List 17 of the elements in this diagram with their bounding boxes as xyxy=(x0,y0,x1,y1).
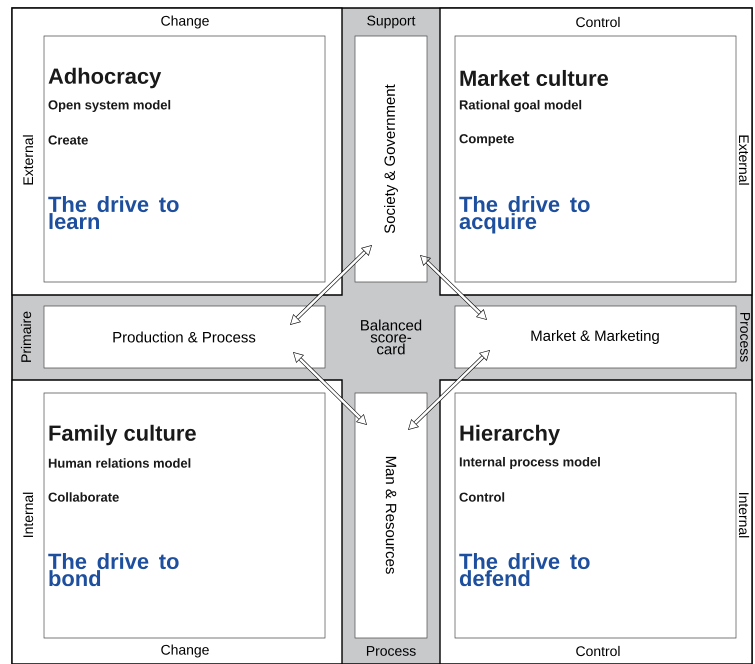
area-box: Society & Government xyxy=(354,36,428,282)
double-arrow xyxy=(408,350,490,430)
culture-box: Hierarchy Internal process model Control The drive to defend xyxy=(454,392,736,638)
culture-box: Adhocracy Open system model Create The drive to learn xyxy=(44,36,326,282)
culture-box: Market culture Rational goal model Compete The drive to acquire xyxy=(454,36,736,282)
culture-box: Family culture Human relations model Collaborate The drive to bond xyxy=(44,392,326,638)
band-label: Support xyxy=(367,16,416,28)
double-arrow xyxy=(420,255,487,320)
double-arrow xyxy=(290,245,372,325)
band-label: Process xyxy=(366,646,416,656)
band-label: Process xyxy=(740,312,750,362)
band-label: Primaire xyxy=(20,312,32,362)
area-box: Man & Resources xyxy=(354,392,428,638)
area-box: Production & Process xyxy=(44,306,326,368)
area-box: Market & Marketing xyxy=(454,306,736,368)
double-arrow xyxy=(293,352,367,425)
center-label: Balanced score-card xyxy=(361,320,422,354)
